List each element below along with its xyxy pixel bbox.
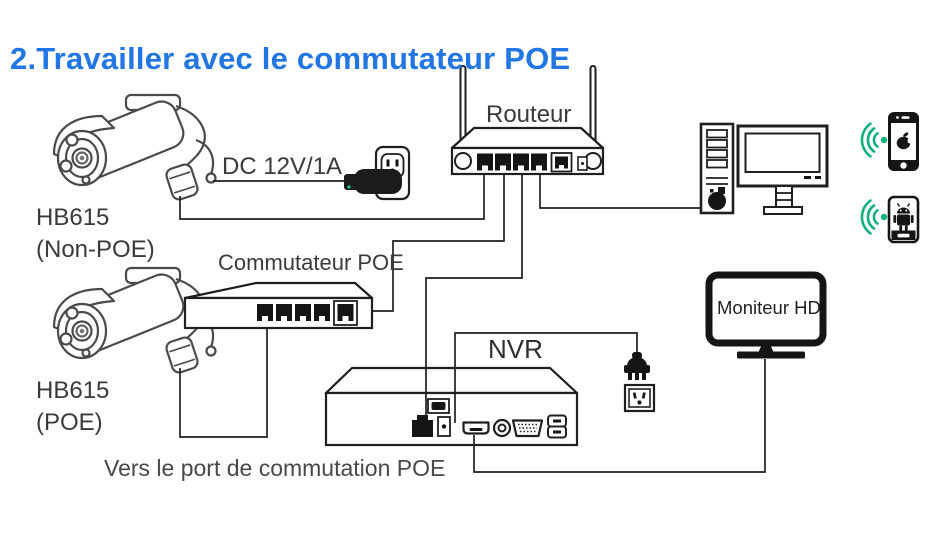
wire-nvr-hdmi-to-monitor (473, 359, 766, 473)
hd-monitor-icon (705, 271, 827, 359)
camera-non-poe-icon (52, 93, 217, 203)
iphone-apple-icon (888, 112, 919, 171)
android-logo-icon (893, 203, 914, 231)
nvr-icon (324, 366, 579, 447)
wire-router-to-nvr (425, 175, 523, 416)
router-label: Routeur (486, 101, 572, 128)
nvr-audio-port (492, 418, 512, 438)
nvr-usb-ports (547, 414, 567, 439)
router-icon (450, 65, 605, 176)
wire-camera2-to-switch (179, 329, 268, 438)
desktop-computer-icon (699, 122, 829, 215)
power-outlet-icon (623, 383, 656, 413)
nvr-ethernet-port (412, 415, 433, 437)
connection-wires (179, 175, 766, 473)
poe-switch-label: Commutateur POE (218, 250, 404, 275)
wire-router-to-switch (373, 175, 505, 312)
wire-router-to-pc (539, 175, 700, 209)
android-phone-icon (887, 195, 920, 244)
apple-logo-icon (896, 132, 914, 150)
wifi-signal-icon (860, 122, 889, 235)
power-plug-icon (624, 352, 650, 380)
poe-switch-icon (183, 281, 374, 330)
nvr-power-switch (427, 398, 450, 414)
dc-power-label: DC 12V/1A (222, 153, 343, 180)
camera-non-poe-label: HB615 (Non-POE) (36, 202, 155, 266)
camera-poe-type: (POE) (36, 409, 103, 436)
wire-camera1-to-router (179, 175, 485, 220)
nvr-hdmi-port (462, 421, 490, 435)
camera-poe-model: HB615 (36, 377, 110, 404)
camera-non-poe-model: HB615 (36, 204, 110, 231)
nvr-label: NVR (488, 334, 543, 364)
nvr-dc-jack (437, 416, 451, 437)
camera-poe-label: HB615 (POE) (36, 375, 109, 439)
wire-nvr-to-power (454, 332, 638, 423)
poe-port-note: Vers le port de commutation POE (104, 455, 446, 481)
hd-monitor-label: Moniteur HD (717, 297, 821, 318)
camera-non-poe-type: (Non-POE) (36, 236, 155, 263)
page-title: 2.Travailler avec le commutateur POE (10, 40, 571, 76)
dc-adapter-icon (344, 169, 402, 194)
nvr-vga-port (511, 419, 544, 438)
